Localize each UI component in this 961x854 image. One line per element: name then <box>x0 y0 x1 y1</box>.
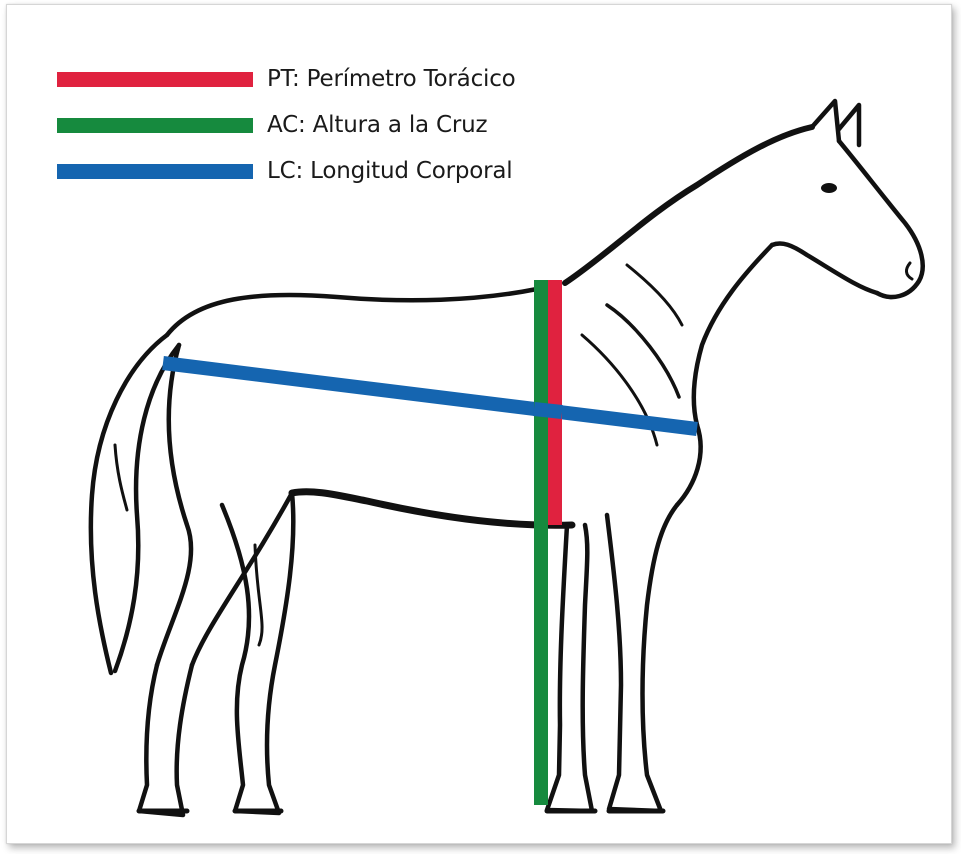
measure-longitud-corporal-overlay <box>534 409 562 412</box>
horse-diagram <box>7 5 951 843</box>
measure-longitud-corporal <box>163 363 697 429</box>
diagram-frame: PT: Perímetro Torácico AC: Altura a la C… <box>6 4 952 844</box>
horse-outline-icon <box>91 101 923 815</box>
